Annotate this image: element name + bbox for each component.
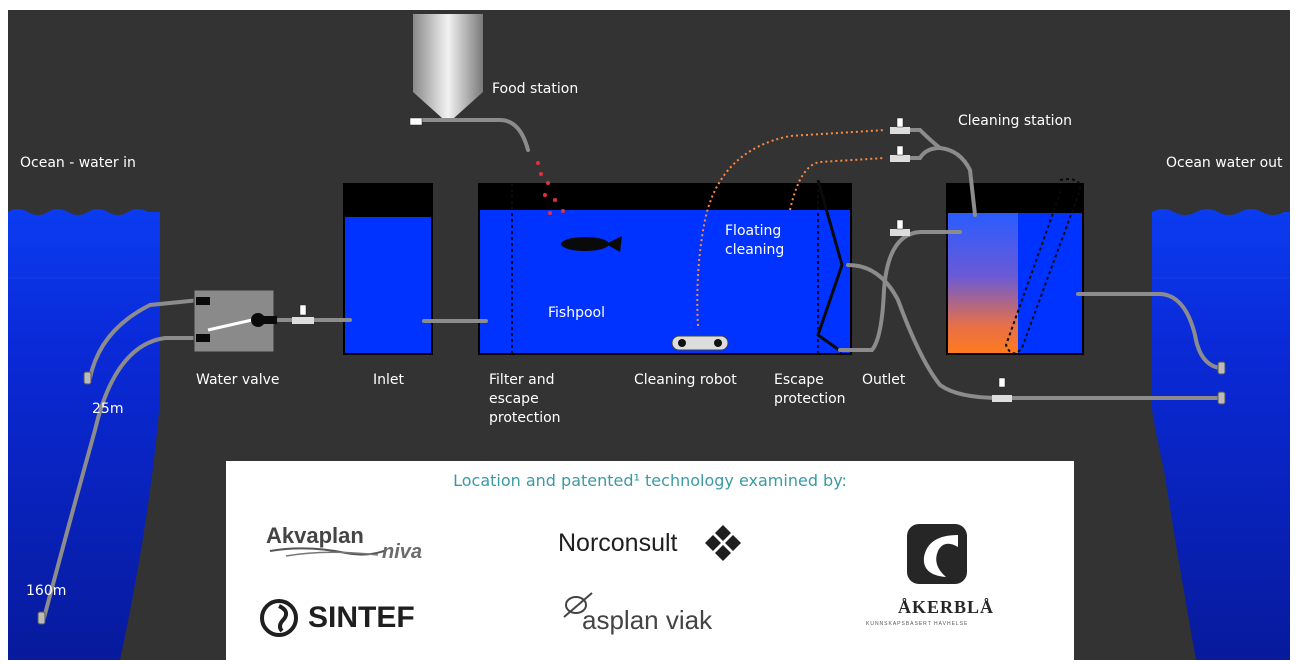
food-pellets (536, 161, 565, 215)
rock-left (120, 400, 160, 660)
asplan-icon (563, 592, 593, 618)
cleaning-station-label: Cleaning station (958, 113, 1073, 129)
akvaplan-niva-text: niva (382, 541, 423, 563)
floating-cleaning-label: Floating cleaning (725, 223, 785, 258)
filter-label: Filter and escape protection (489, 372, 561, 426)
depth-160-label: 160m (26, 583, 67, 599)
escape-protection-label: Escape protection (774, 372, 846, 407)
akerbla-text: ÅKERBLÅ (898, 597, 995, 617)
fishpool-label: Fishpool (548, 305, 605, 321)
cleaning-station-gradient (948, 213, 1018, 353)
cleaning-lines (696, 129, 886, 327)
water-valve-label: Water valve (196, 372, 280, 388)
water-valve-icon (193, 289, 277, 353)
sintef-text: SINTEF (308, 601, 415, 634)
cleaning-tube (1004, 178, 1082, 355)
asplan-text: asplan viak (582, 605, 713, 635)
norconsult-logo: Norconsult (558, 525, 741, 561)
akvaplan-logo: Akvaplan niva (266, 523, 422, 563)
akvaplan-text: Akvaplan (266, 523, 364, 548)
cleaning-robot-icon (671, 335, 729, 351)
akerbla-tagline: KUNNSKAPSBASERT HAVHELSE (866, 621, 969, 627)
pipe-valves (292, 117, 1012, 402)
pipe-ends (37, 361, 1226, 625)
pipes (42, 118, 1222, 620)
sintef-icon (260, 599, 298, 637)
norconsult-text: Norconsult (558, 529, 678, 557)
ocean-right (1152, 209, 1290, 660)
wave-icon (269, 547, 385, 557)
ocean-out-label: Ocean water out (1166, 155, 1283, 171)
food-hopper-icon (413, 14, 483, 118)
escape-net (816, 179, 844, 354)
cleaning-robot-label: Cleaning robot (634, 372, 737, 388)
depth-25-label: 25m (92, 401, 124, 417)
inlet-water (345, 217, 431, 353)
akerbla-wave-icon (907, 524, 967, 584)
norconsult-icon (705, 525, 741, 561)
ocean-in-label: Ocean - water in (20, 155, 136, 171)
inlet-label: Inlet (373, 372, 404, 388)
panel-title: Location and patented¹ technology examin… (453, 471, 847, 490)
outlet-label: Outlet (862, 372, 906, 388)
fishpool-water (480, 210, 850, 353)
food-station-label: Food station (492, 81, 579, 97)
partners-panel: Location and patented¹ technology examin… (226, 461, 1074, 660)
fish-icon (561, 236, 622, 252)
